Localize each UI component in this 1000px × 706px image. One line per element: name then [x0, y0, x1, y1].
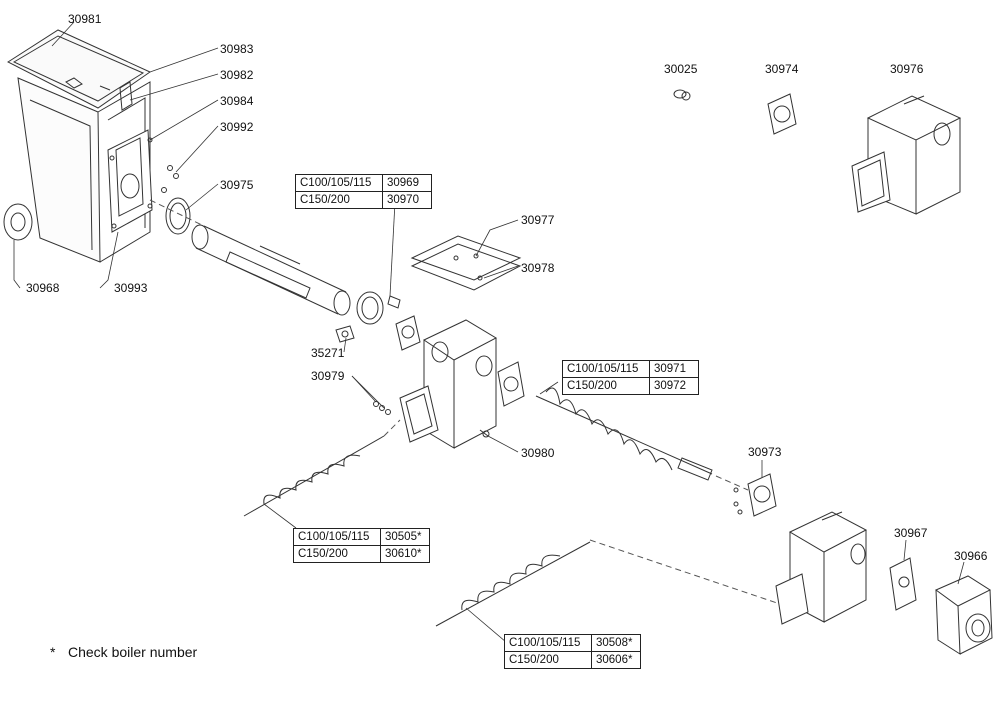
- bin-wheel: [3, 203, 33, 241]
- label-30980: 30980: [521, 446, 555, 460]
- label-30978: 30978: [521, 261, 555, 275]
- label-30973: 30973: [748, 445, 782, 459]
- hopper-box: [399, 319, 498, 449]
- label-30993: 30993: [114, 281, 148, 295]
- part-30025: [673, 89, 691, 101]
- auger-lower-left: [243, 435, 385, 517]
- motor-30966: [935, 575, 993, 655]
- variant-table-auger-upper: C100/105/115 30971 C150/200 30972: [562, 360, 699, 395]
- feed-tube: [191, 224, 351, 316]
- label-30992: 30992: [220, 120, 254, 134]
- label-30979: 30979: [311, 369, 345, 383]
- table-row: C100/105/115 30969: [295, 174, 432, 192]
- plate-30977: [410, 235, 522, 281]
- footnote-star: *: [50, 644, 56, 660]
- table-row: C100/105/115 30505*: [293, 528, 430, 546]
- part-cell: 30606*: [591, 651, 641, 669]
- plate-30978: [410, 243, 522, 291]
- model-cell: C150/200: [293, 545, 381, 563]
- box-30976: [851, 95, 962, 215]
- model-cell: C100/105/115: [562, 360, 650, 378]
- table-row: C150/200 30970: [295, 191, 432, 209]
- table-row: C150/200 30606*: [504, 651, 641, 669]
- part-cell: 30610*: [380, 545, 430, 563]
- footnote-text: Check boiler number: [68, 644, 198, 660]
- variant-table-auger-lower: C100/105/115 30505* C150/200 30610*: [293, 528, 430, 563]
- lower-box: [775, 511, 868, 625]
- label-30974: 30974: [765, 62, 799, 76]
- label-30982: 30982: [220, 68, 254, 82]
- label-30025: 30025: [664, 62, 698, 76]
- part-cell: 30505*: [380, 528, 430, 546]
- label-30983: 30983: [220, 42, 254, 56]
- model-cell: C150/200: [295, 191, 383, 209]
- auger-bottom: [435, 541, 591, 627]
- label-35271: 35271: [311, 346, 345, 360]
- part-cell: 30971: [649, 360, 699, 378]
- table-row: C150/200 30610*: [293, 545, 430, 563]
- part-cell: 30508*: [591, 634, 641, 652]
- label-30981: 30981: [68, 12, 102, 26]
- label-30976: 30976: [890, 62, 924, 76]
- footnote: * Check boiler number: [50, 644, 197, 660]
- variant-table-tube: C100/105/115 30969 C150/200 30970: [295, 174, 432, 209]
- part-cell: 30969: [382, 174, 432, 192]
- screws-30992: [161, 165, 179, 193]
- gasket-30975: [165, 197, 191, 235]
- model-cell: C150/200: [504, 651, 592, 669]
- table-row: C150/200 30972: [562, 377, 699, 395]
- label-30966: 30966: [954, 549, 988, 563]
- label-30968: 30968: [26, 281, 60, 295]
- label-30975: 30975: [220, 178, 254, 192]
- table-row: C100/105/115 30508*: [504, 634, 641, 652]
- label-30977: 30977: [521, 213, 555, 227]
- part-cell: 30970: [382, 191, 432, 209]
- table-row: C100/105/115 30971: [562, 360, 699, 378]
- part-cell: 30972: [649, 377, 699, 395]
- model-cell: C100/105/115: [504, 634, 592, 652]
- model-cell: C100/105/115: [293, 528, 381, 546]
- model-cell: C100/105/115: [295, 174, 383, 192]
- label-30984: 30984: [220, 94, 254, 108]
- bin-container: [3, 29, 153, 263]
- auger-upper: [535, 387, 713, 481]
- flange-30974: [767, 93, 797, 135]
- variant-table-auger-bottom: C100/105/115 30508* C150/200 30606*: [504, 634, 641, 669]
- label-30967: 30967: [894, 526, 928, 540]
- model-cell: C150/200: [562, 377, 650, 395]
